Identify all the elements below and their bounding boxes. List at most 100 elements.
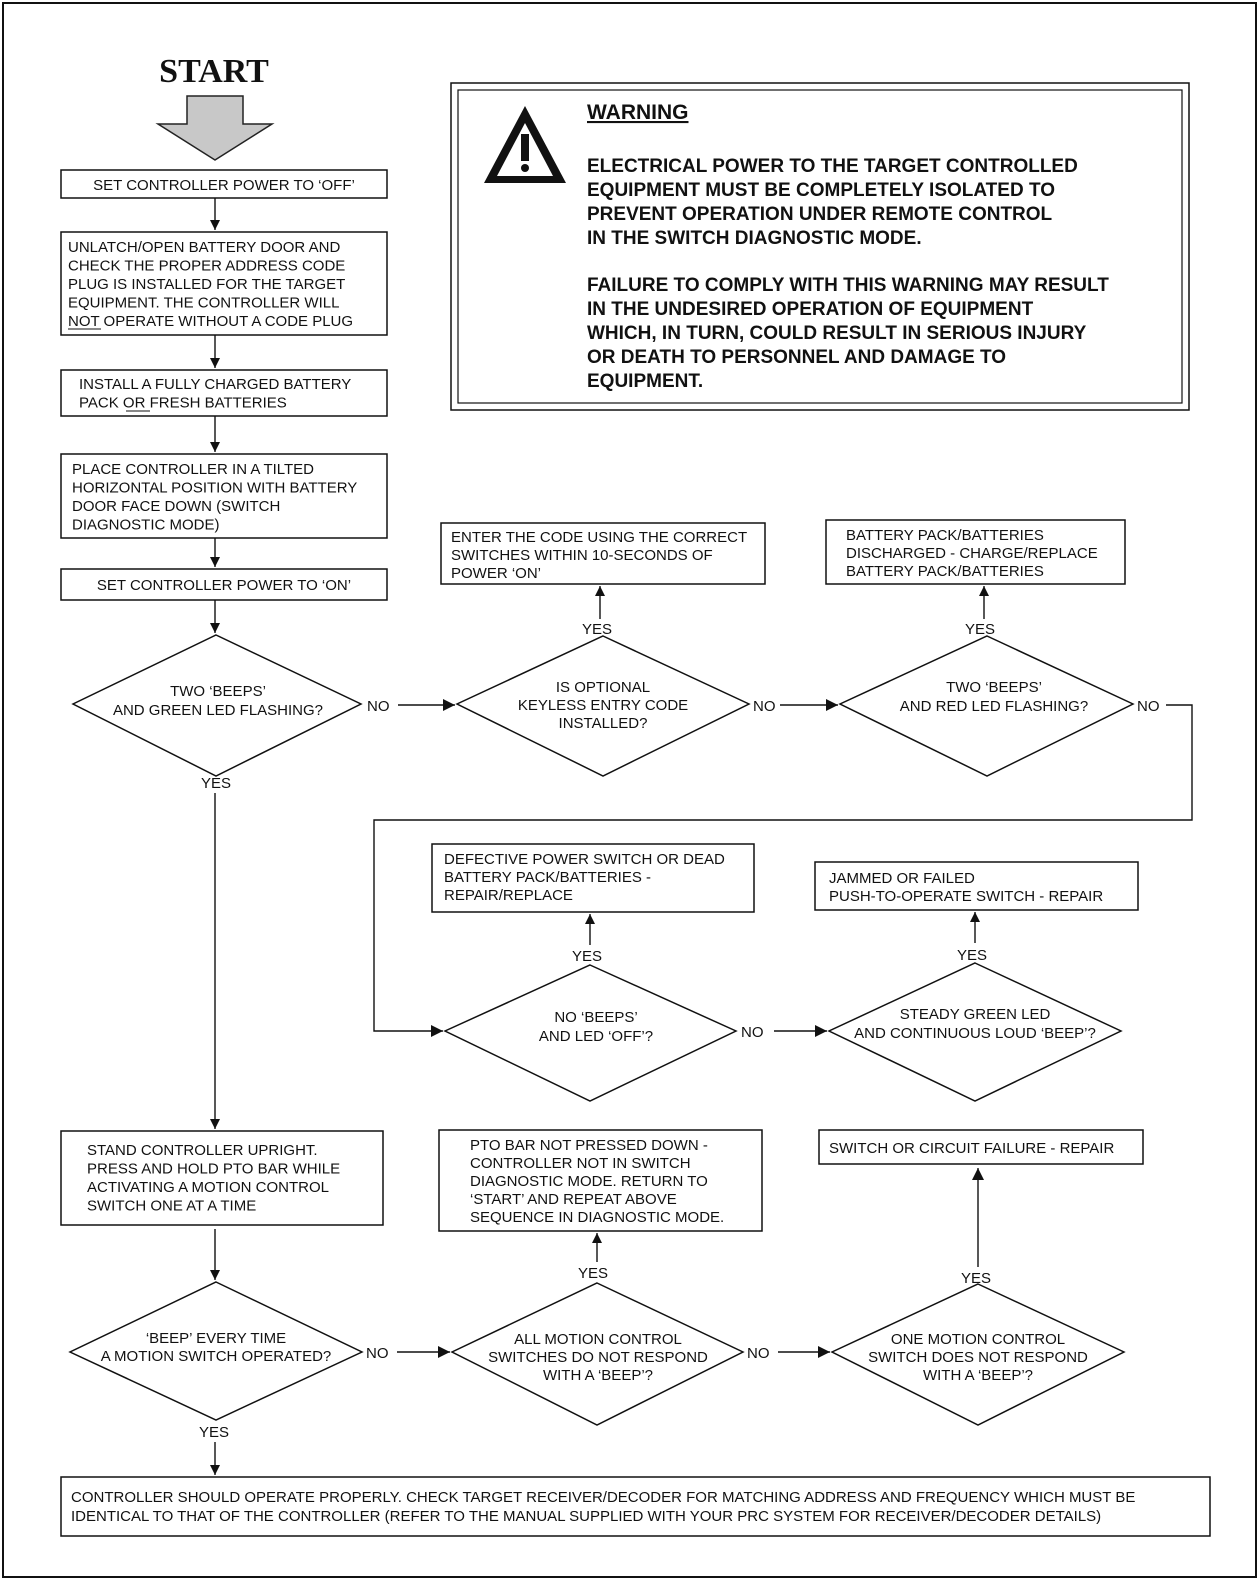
text-line: BATTERY PACK/BATTERIES: [846, 563, 1044, 580]
label-no: NO: [366, 1345, 389, 1362]
label-no: NO: [741, 1024, 764, 1041]
label-no: NO: [1137, 698, 1160, 715]
text-line: OR DEATH TO PERSONNEL AND DAMAGE TO: [587, 347, 1006, 368]
step-battery-door: UNLATCH/OPEN BATTERY DOOR AND CHECK THE P…: [60, 231, 388, 336]
text-line: NOT OPERATE WITHOUT A CODE PLUG: [68, 313, 353, 330]
label-no: NO: [753, 698, 776, 715]
text-line: AND CONTINUOUS LOUD ‘BEEP’?: [854, 1025, 1096, 1042]
decision-no-beeps-text: NO ‘BEEPS’ AND LED ‘OFF’?: [539, 1009, 653, 1045]
text-line: CHECK THE PROPER ADDRESS CODE: [68, 258, 345, 275]
text-line: STAND CONTROLLER UPRIGHT.: [87, 1142, 318, 1159]
text-line: IN THE UNDESIRED OPERATION OF EQUIPMENT: [587, 299, 1034, 320]
text-line: INSTALLED?: [559, 715, 648, 732]
text-line: ONE MOTION CONTROL: [891, 1331, 1065, 1348]
decision-steady-green-text: STEADY GREEN LED AND CONTINUOUS LOUD ‘BEE…: [854, 1006, 1096, 1042]
text-line: POWER ‘ON’: [451, 565, 541, 582]
text-line: DEFECTIVE POWER SWITCH OR DEAD: [444, 851, 725, 868]
decision-no-beeps: NO ‘BEEPS’ AND LED ‘OFF’?: [443, 964, 738, 1102]
text-line: WITH A ‘BEEP’?: [923, 1367, 1033, 1384]
label-yes: YES: [582, 621, 612, 638]
label-yes: YES: [961, 1270, 991, 1287]
warning-panel: WARNING ELECTRICAL POWER TO THE TARGET C…: [450, 82, 1190, 411]
text-line: SWITCH OR CIRCUIT FAILURE - REPAIR: [829, 1140, 1114, 1157]
text-line: FAILURE TO COMPLY WITH THIS WARNING MAY …: [587, 275, 1109, 296]
text-line: ALL MOTION CONTROL: [514, 1331, 682, 1348]
step-power-on-text: SET CONTROLLER POWER TO ‘ON’: [97, 577, 351, 594]
text-line: PREVENT OPERATION UNDER REMOTE CONTROL: [587, 204, 1053, 225]
text-line: NO ‘BEEPS’: [554, 1009, 637, 1026]
warning-paragraph-2: FAILURE TO COMPLY WITH THIS WARNING MAY …: [587, 275, 1109, 392]
text-line: DOOR FACE DOWN (SWITCH: [72, 498, 280, 515]
text-line: JAMMED OR FAILED: [829, 870, 975, 887]
text-line: SEQUENCE IN DIAGNOSTIC MODE.: [470, 1209, 724, 1226]
text-line: TWO ‘BEEPS’: [170, 683, 266, 700]
text-line: INSTALL A FULLY CHARGED BATTERY: [79, 376, 351, 393]
text-line: ‘START’ AND REPEAT ABOVE: [470, 1191, 677, 1208]
text-line: IDENTICAL TO THAT OF THE CONTROLLER (REF…: [71, 1508, 1101, 1525]
text-line: STEADY GREEN LED: [900, 1006, 1051, 1023]
label-no: NO: [367, 698, 390, 715]
step-power-off-text: SET CONTROLLER POWER TO ‘OFF’: [93, 177, 355, 194]
step-circuit-failure-text: SWITCH OR CIRCUIT FAILURE - REPAIR: [829, 1140, 1114, 1157]
step-pto-not-pressed: PTO BAR NOT PRESSED DOWN -CONTROLLER NOT…: [438, 1129, 763, 1232]
step-power-on: SET CONTROLLER POWER TO ‘ON’: [60, 568, 388, 601]
text-line: SWITCHES DO NOT RESPOND: [488, 1349, 708, 1366]
label-no: NO: [747, 1345, 770, 1362]
text-line: CONTROLLER SHOULD OPERATE PROPERLY. CHEC…: [71, 1489, 1135, 1506]
decision-steady-green: STEADY GREEN LED AND CONTINUOUS LOUD ‘BEE…: [827, 962, 1123, 1102]
warning-triangle-icon: [484, 106, 566, 183]
text-line: SWITCH ONE AT A TIME: [87, 1198, 256, 1215]
label-yes: YES: [201, 775, 231, 792]
text-line: PUSH-TO-OPERATE SWITCH - REPAIR: [829, 888, 1103, 905]
text-line: WITH A ‘BEEP’?: [543, 1367, 653, 1384]
step-operate-properly: CONTROLLER SHOULD OPERATE PROPERLY. CHEC…: [60, 1476, 1211, 1537]
text-line: DIAGNOSTIC MODE): [72, 517, 220, 534]
decision-green-led-text: TWO ‘BEEPS’ AND GREEN LED FLASHING?: [113, 683, 323, 719]
label-yes: YES: [578, 1265, 608, 1282]
text-line: UNLATCH/OPEN BATTERY DOOR AND: [68, 239, 340, 256]
text-line: SWITCHES WITHIN 10-SECONDS OF: [451, 547, 713, 564]
text-line: AND RED LED FLASHING?: [900, 698, 1088, 715]
text-line: SET CONTROLLER POWER TO ‘OFF’: [93, 177, 355, 194]
decision-red-led-text: TWO ‘BEEPS’ AND RED LED FLASHING?: [900, 679, 1088, 715]
text-line: EQUIPMENT. THE CONTROLLER WILL: [68, 295, 339, 312]
step-battery-door-text: UNLATCH/OPEN BATTERY DOOR AND CHECK THE P…: [68, 239, 353, 330]
text-line: IN THE SWITCH DIAGNOSTIC MODE.: [587, 228, 922, 249]
text-line: PLACE CONTROLLER IN A TILTED: [72, 461, 314, 478]
text-line: TWO ‘BEEPS’: [946, 679, 1042, 696]
text-line: PTO BAR NOT PRESSED DOWN -: [470, 1137, 708, 1154]
text-line: WHICH, IN TURN, COULD RESULT IN SERIOUS …: [587, 323, 1087, 344]
warning-paragraph-1: ELECTRICAL POWER TO THE TARGET CONTROLLE…: [587, 156, 1078, 249]
connector: [373, 704, 1193, 1037]
start-arrow-icon: [155, 95, 275, 161]
text-line: EQUIPMENT MUST BE COMPLETELY ISOLATED TO: [587, 180, 1055, 201]
text-line: REPAIR/REPLACE: [444, 887, 573, 904]
text-line: DISCHARGED - CHARGE/REPLACE: [846, 545, 1098, 562]
step-operate-properly-text: CONTROLLER SHOULD OPERATE PROPERLY. CHEC…: [71, 1489, 1135, 1525]
warning-title: WARNING: [587, 101, 689, 124]
text-line: KEYLESS ENTRY CODE: [518, 697, 688, 714]
text-line: ‘BEEP’ EVERY TIME: [146, 1330, 286, 1347]
step-pto-not-pressed-text: PTO BAR NOT PRESSED DOWN -CONTROLLER NOT…: [470, 1137, 724, 1226]
text-line: ELECTRICAL POWER TO THE TARGET CONTROLLE…: [587, 156, 1078, 177]
decision-red-led: TWO ‘BEEPS’ AND RED LED FLASHING?: [838, 635, 1135, 777]
text-line: AND LED ‘OFF’?: [539, 1028, 653, 1045]
start-label: START: [159, 53, 269, 90]
text-line: AND GREEN LED FLASHING?: [113, 702, 323, 719]
decision-green-led: TWO ‘BEEPS’ AND GREEN LED FLASHING?: [71, 634, 363, 777]
text-line: BATTERY PACK/BATTERIES -: [444, 869, 651, 886]
